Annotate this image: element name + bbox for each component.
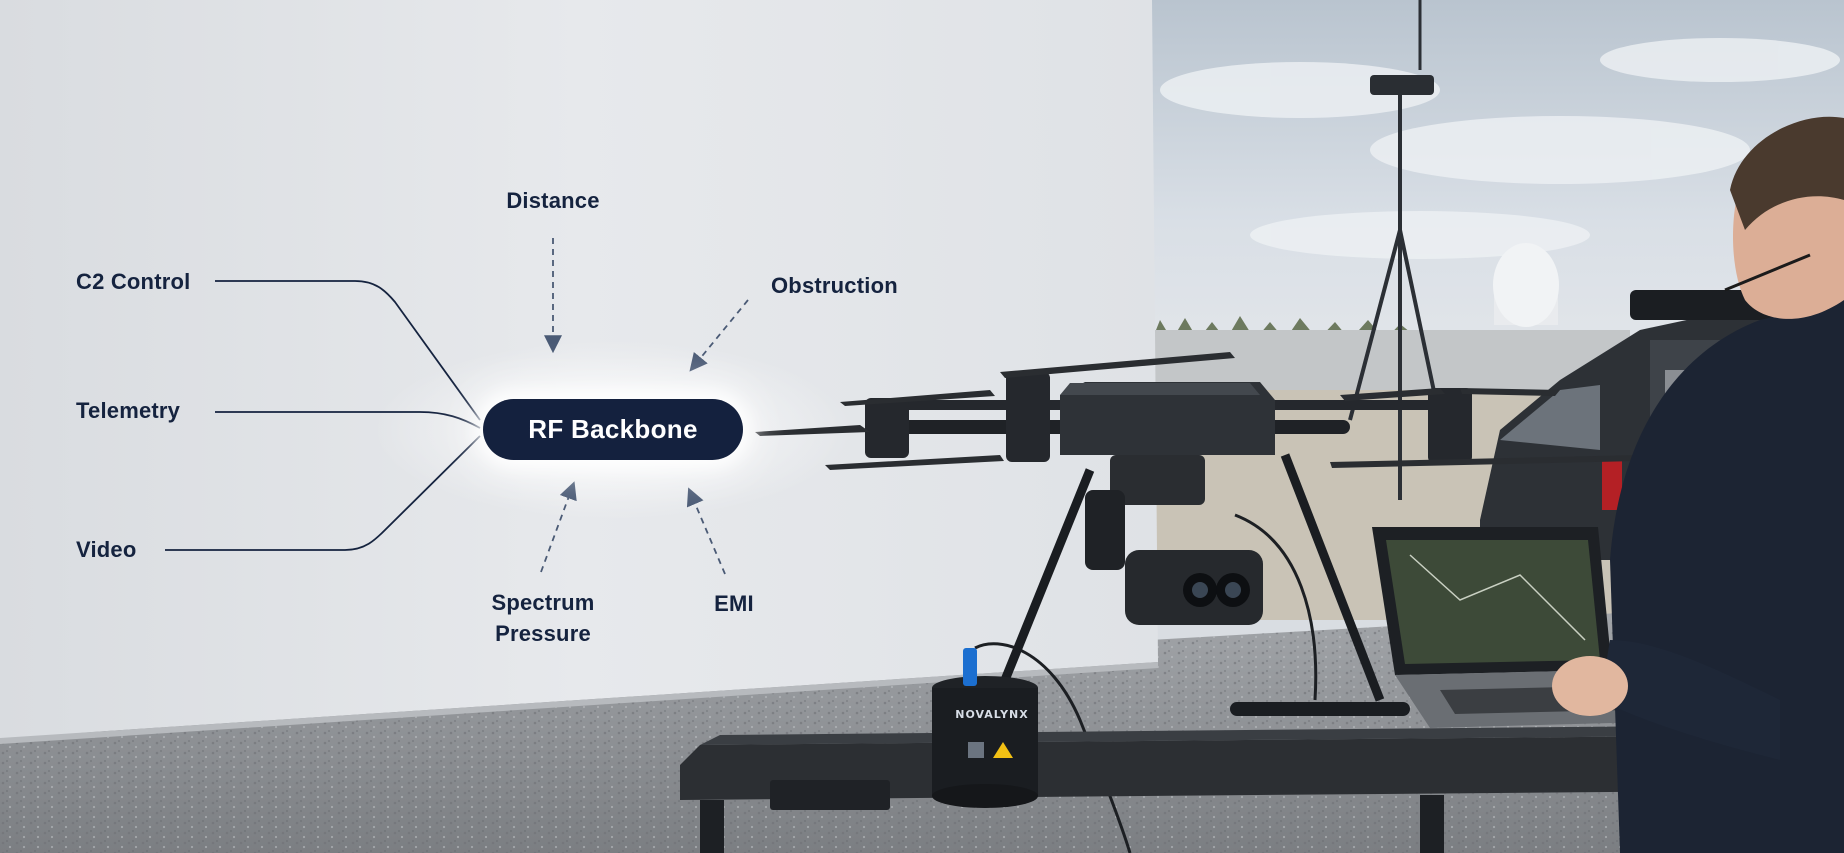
input-connectors [165,280,481,551]
pressure-label-emi: EMI [714,591,754,616]
input-label-telemetry: Telemetry [76,398,181,423]
arrow-emi [686,487,726,575]
radome [1493,243,1559,327]
input-label-video: Video [76,537,137,562]
hexacopter-drone [755,352,1640,716]
rf-ground-module [932,648,1038,808]
device-brand-label: NOVALYNX [955,708,1029,721]
drone-cable [1234,513,1318,701]
module-cable [974,642,1132,853]
connector-c2-control [215,280,481,421]
pressure-label-distance: Distance [506,188,600,213]
connector-video [165,435,481,551]
rf-backbone-hub: RF Backbone [483,399,743,460]
input-label-c2-control: C2 Control [76,269,191,294]
arrow-spectrum-pressure [540,481,577,573]
operator [1552,116,1844,853]
pressure-arrows [540,238,749,575]
arrow-obstruction [689,299,749,372]
pressure-label-spectrum-pressure: Spectrum Pressure [491,590,595,646]
mast-antenna-head [1370,75,1434,95]
clouds [1160,38,1840,259]
hub-label: RF Backbone [528,414,698,444]
pressure-label-obstruction: Obstruction [771,273,898,298]
connector-telemetry [215,411,481,429]
fence-wall [1150,330,1630,390]
